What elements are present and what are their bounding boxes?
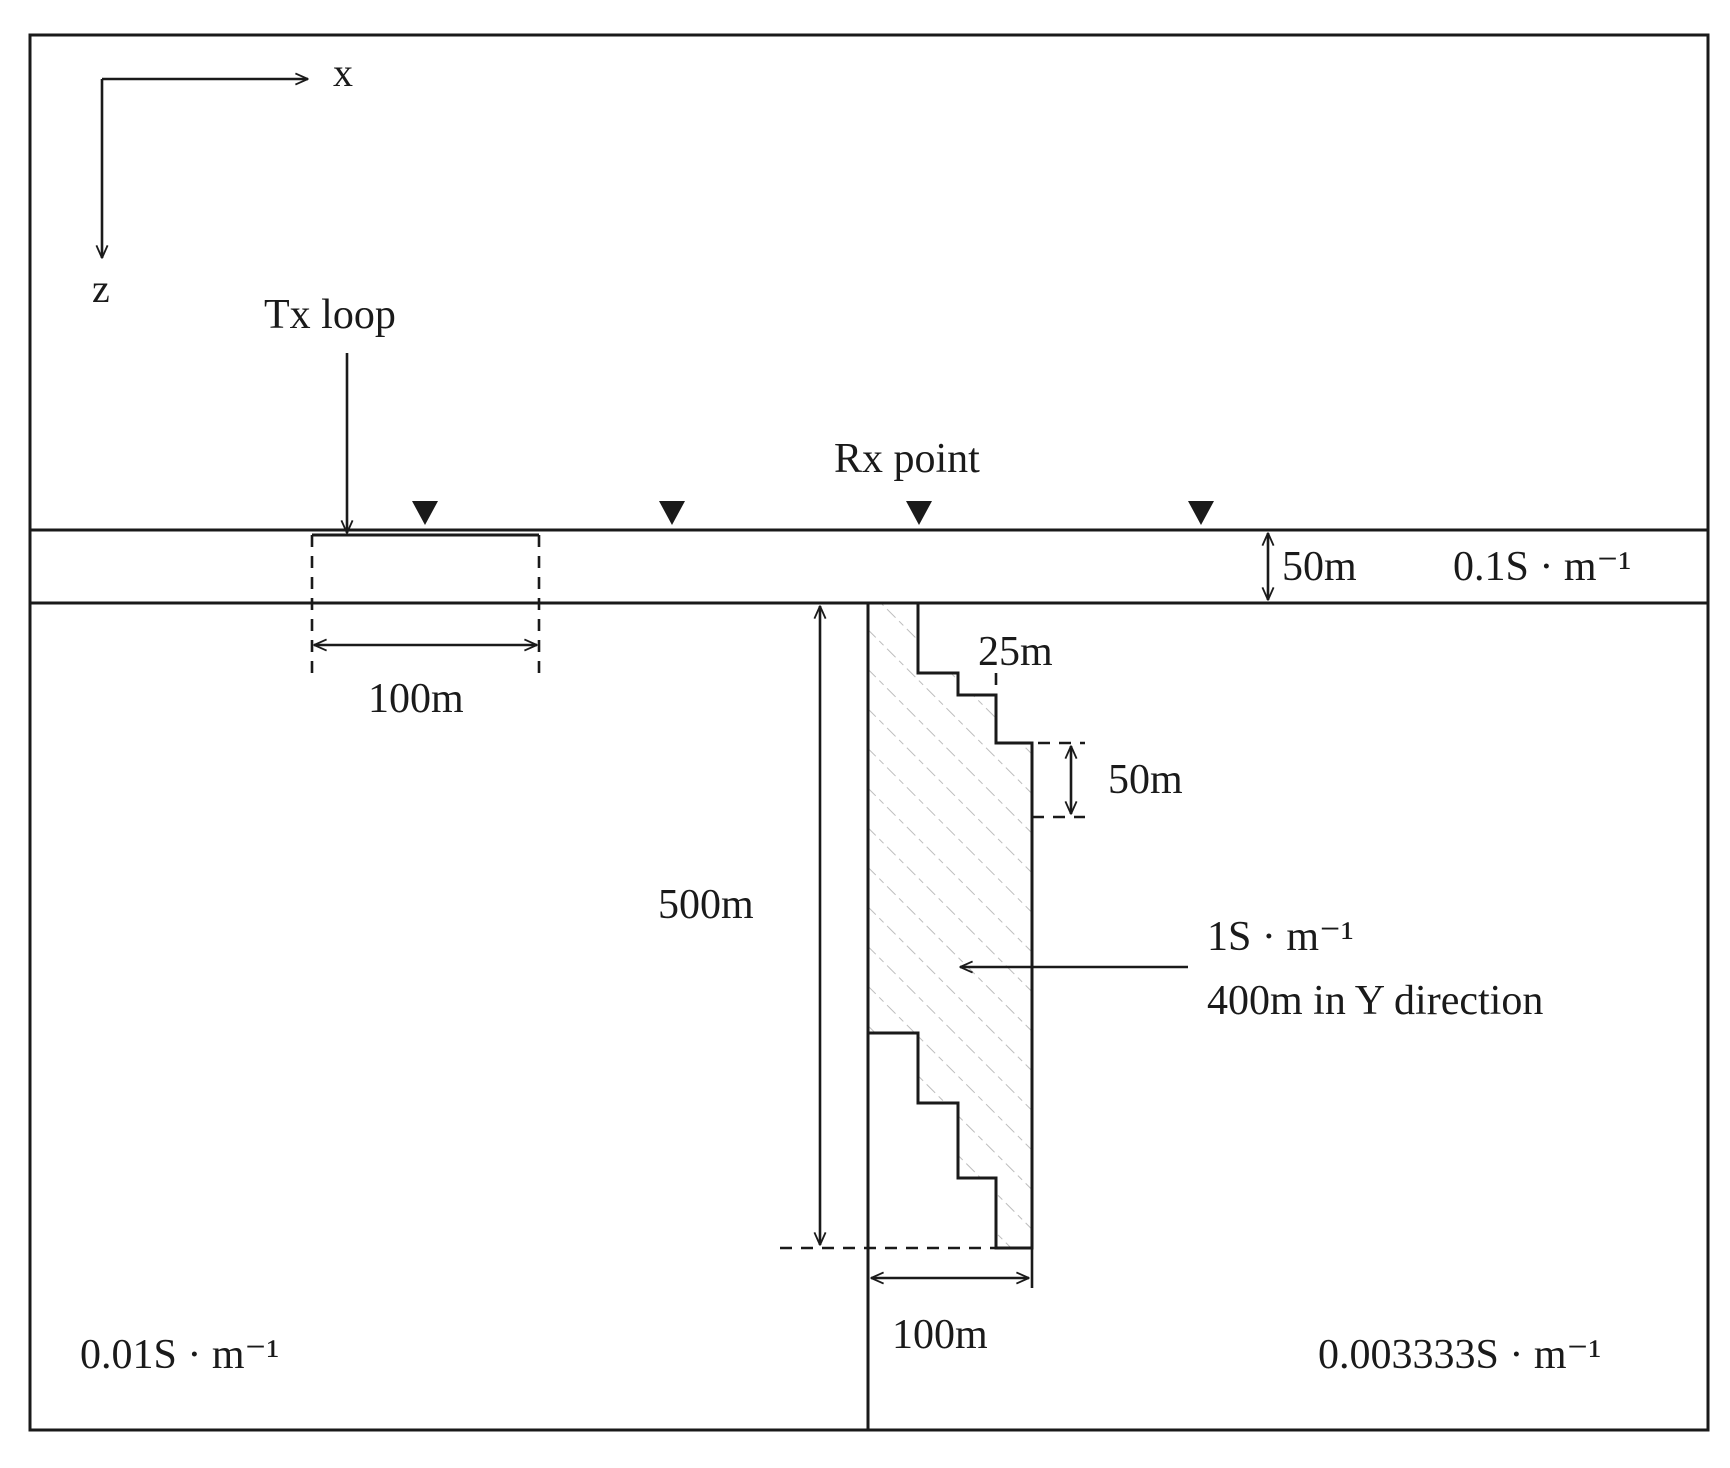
layer-thickness-label: 50m (1282, 544, 1357, 590)
coordinate-axes: x z (92, 50, 353, 311)
body-width-label: 100m (892, 1312, 988, 1358)
z-axis-label: z (92, 266, 110, 311)
rx-point-label: Rx point (834, 436, 980, 482)
tx-loop: Tx loop 100m (264, 292, 541, 722)
tx-loop-label: Tx loop (264, 292, 396, 338)
body-depth-label: 500m (658, 882, 754, 928)
rx-points: Rx point (412, 436, 1214, 525)
step-width-label: 25m (978, 629, 1053, 675)
layer-conductivity-label: 0.1S · m⁻¹ (1453, 544, 1631, 590)
rx-marker-4 (1188, 501, 1214, 525)
rx-marker-1 (412, 501, 438, 525)
body-extent-label: 400m in Y direction (1207, 978, 1543, 1024)
rx-marker-3 (906, 501, 932, 525)
right-conductivity-label: 0.003333S · m⁻¹ (1318, 1332, 1601, 1378)
loop-width-label: 100m (368, 676, 464, 722)
conductive-body (866, 601, 1034, 1250)
body-conductivity-label: 1S · m⁻¹ (1207, 914, 1354, 960)
rx-marker-2 (659, 501, 685, 525)
x-axis-label: x (333, 50, 353, 95)
left-conductivity-label: 0.01S · m⁻¹ (80, 1332, 279, 1378)
step-height-label: 50m (1108, 757, 1183, 803)
